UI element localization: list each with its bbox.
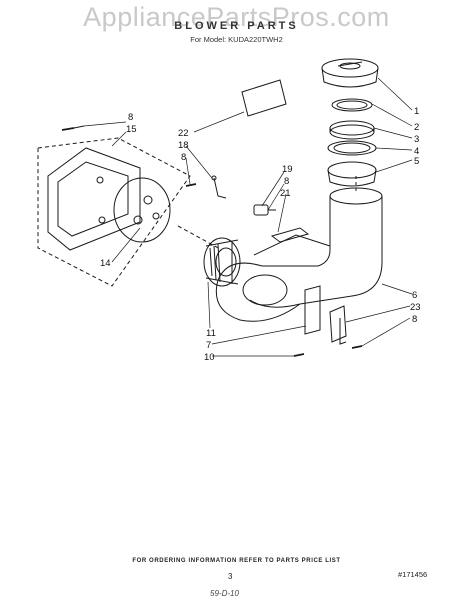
terminal-part-21 xyxy=(270,227,310,243)
bracket-part-23 xyxy=(329,305,347,345)
watermark: AppliancePartsPros.com xyxy=(83,2,390,32)
ring-part-2 xyxy=(331,98,373,112)
callout-11: 11 xyxy=(206,328,216,339)
callout-2: 2 xyxy=(414,122,419,133)
nut-part-5 xyxy=(327,161,377,187)
page-number: 3 xyxy=(228,572,233,581)
figure-number: #171456 xyxy=(398,570,428,579)
ordering-note: FOR ORDERING INFORMATION REFER TO PARTS … xyxy=(132,558,341,564)
callout-7: 7 xyxy=(206,340,211,351)
callout-5: 5 xyxy=(414,156,419,167)
callout-labels: 1 2 3 4 5 6 23 8 19 8 21 22 18 8 8 15 14… xyxy=(100,106,421,363)
callout-21: 21 xyxy=(280,188,291,199)
blower-wheel-part-11 xyxy=(203,237,241,287)
screw-part-8-right xyxy=(351,345,363,349)
callout-8-top: 8 xyxy=(128,112,133,123)
callout-4: 4 xyxy=(414,146,419,157)
signature-mark: 59-D-10 xyxy=(210,589,239,598)
callout-3: 3 xyxy=(414,134,419,145)
switch-part-18 xyxy=(211,175,227,199)
motor-plate-part-15 xyxy=(113,177,171,243)
sensor-part-19 xyxy=(253,204,276,216)
duct-housing-part-6 xyxy=(215,187,383,335)
callout-8-bracket: 8 xyxy=(181,152,186,163)
gasket-part-4 xyxy=(327,140,377,156)
screw-part-8-top xyxy=(61,125,85,131)
cap-part-1 xyxy=(321,58,379,88)
motor-bracket-part-14 xyxy=(47,147,141,251)
callout-18: 18 xyxy=(178,140,189,151)
callout-23: 23 xyxy=(410,302,421,313)
callout-15: 15 xyxy=(126,124,137,135)
leader-lines xyxy=(83,77,413,357)
screw-part-8-left xyxy=(185,183,197,187)
ring-part-3 xyxy=(329,120,375,140)
callout-22: 22 xyxy=(178,128,189,139)
callout-8-middle: 8 xyxy=(284,176,289,187)
cover-plate-part-22 xyxy=(241,79,287,117)
model-number: For Model: KUDA220TWH2 xyxy=(190,35,283,44)
callout-8-right: 8 xyxy=(412,314,417,325)
callout-1: 1 xyxy=(414,106,419,117)
callout-10: 10 xyxy=(204,352,215,363)
callout-14: 14 xyxy=(100,258,111,269)
shaft-alignment-line xyxy=(177,225,223,251)
screw-part-10 xyxy=(293,353,305,357)
callout-19: 19 xyxy=(282,164,293,175)
callout-6: 6 xyxy=(412,290,417,301)
diagram-title: BLOWER PARTS xyxy=(174,20,299,32)
